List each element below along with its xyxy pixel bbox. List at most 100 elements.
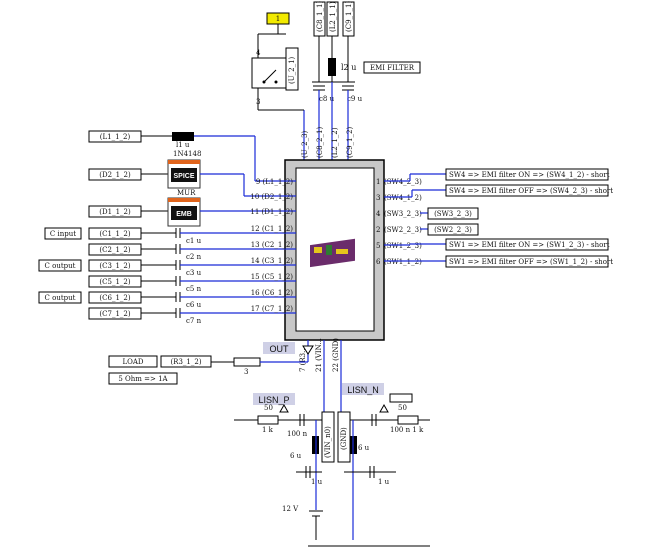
lisn-cap-1u-right[interactable] — [369, 466, 375, 478]
ic-pin-13: 13 (C2_1_2) — [251, 241, 294, 249]
svg-text:5 Ohm => 1A: 5 Ohm => 1A — [118, 375, 168, 383]
out-tag: OUT — [263, 342, 295, 354]
cap-c5[interactable] — [141, 276, 181, 286]
ic-pin-14: 14 (C3_1_2) — [251, 257, 294, 265]
emb-diode[interactable]: EMB — [167, 197, 201, 227]
side-note-c-output-1: C output — [38, 259, 82, 272]
lisn-cap-1u-left[interactable] — [305, 466, 311, 478]
ic-pin-3-label: (SW4_1_2) — [384, 194, 422, 202]
inductor-l1[interactable] — [172, 132, 194, 141]
top-ref-l2: (L2_1_1) — [326, 1, 339, 37]
emi-filter-label: EMI FILTER — [363, 61, 421, 74]
cap-c2[interactable] — [141, 244, 181, 254]
lisn-r1k-left[interactable] — [257, 415, 279, 425]
net-r3[interactable]: (R3_1_2) — [160, 355, 212, 368]
ic-pin-17: 17 (C7_1_2) — [251, 305, 294, 313]
chip-logo-icon — [310, 238, 355, 268]
cap-c6[interactable] — [141, 292, 181, 302]
lisn-r50-right[interactable] — [389, 393, 413, 403]
cap-c8[interactable] — [313, 85, 325, 91]
top-ref-c9: (C9_1_1) — [342, 1, 355, 37]
supply-tag[interactable]: 1 — [266, 12, 290, 25]
svg-text:OUT: OUT — [270, 344, 290, 354]
svg-text:(C7_1_2): (C7_1_2) — [99, 310, 130, 318]
svg-text:(D2_1_2): (D2_1_2) — [99, 171, 131, 179]
svg-text:SPICE: SPICE — [173, 173, 194, 180]
svg-text:1: 1 — [276, 15, 280, 23]
ic-pin-6-num: 6 — [376, 258, 381, 266]
lisn-r1k-right[interactable] — [397, 415, 419, 425]
svg-text:3: 3 — [256, 98, 260, 106]
net-sw2[interactable]: (SW2_2_3) — [427, 223, 479, 236]
relay-switch[interactable] — [251, 57, 287, 89]
lisn-c1u-left-value: 1 u — [311, 478, 323, 486]
lisn-p-tag: LISN_P — [253, 393, 295, 405]
c1-value: c1 u — [186, 237, 202, 245]
spice-diode[interactable]: SPICE — [167, 159, 201, 189]
c5-value: c5 n — [186, 285, 202, 293]
cap-c7[interactable] — [141, 308, 181, 318]
lisn-n-tag: LISN_N — [342, 383, 384, 395]
svg-text:SW4 => EMI filter OFF => (SW4_: SW4 => EMI filter OFF => (SW4_2_3) - sho… — [449, 187, 613, 195]
net-sw1-on[interactable]: SW1 => EMI filter ON => (SW1_2_3) - shor… — [445, 238, 610, 251]
load-note: 5 Ohm => 1A — [108, 372, 178, 385]
svg-text:C output: C output — [45, 294, 76, 302]
c3-value: c3 u — [186, 269, 202, 277]
net-d1[interactable]: (D1_1_2) — [88, 205, 142, 218]
ic-pin-1-label: (SW4_2_3) — [384, 178, 422, 186]
svg-text:EMB: EMB — [176, 211, 192, 218]
out-probe-icon — [302, 345, 314, 355]
cap-c3[interactable] — [141, 260, 181, 270]
net-d2[interactable]: (D2_1_2) — [88, 168, 142, 181]
svg-text:LISN_N: LISN_N — [347, 385, 379, 395]
svg-text:(R3_1_2): (R3_1_2) — [170, 358, 201, 366]
net-c3[interactable]: (C3_1_2) — [88, 259, 142, 272]
ic-pin-15: 15 (C5_1_2) — [251, 273, 294, 281]
ic-pin-3-num: 3 — [376, 194, 380, 202]
net-sw4-off[interactable]: SW4 => EMI filter OFF => (SW4_2_3) - sho… — [445, 184, 613, 197]
net-c2[interactable]: (C2_1_2) — [88, 243, 142, 256]
net-c5[interactable]: (C5_1_2) — [88, 275, 142, 288]
resistor-r3[interactable] — [233, 357, 261, 367]
net-sw3[interactable]: (SW3_2_3) — [427, 207, 479, 220]
lisn-cap-100n-left[interactable] — [299, 414, 305, 426]
ic-pin-l212: (L2_1_2) — [331, 127, 339, 158]
svg-text:(C9_1_1): (C9_1_1) — [345, 1, 353, 32]
ic-pin-10: 10 (D2_1_2) — [250, 193, 293, 201]
lisn-r50-right-value: 50 — [398, 404, 407, 412]
ic-pin-c912: (C9_1_2) — [346, 127, 354, 158]
spice-sub-label: MUR — [177, 189, 196, 197]
svg-text:EMI FILTER: EMI FILTER — [370, 64, 415, 72]
svg-text:(L1_1_2): (L1_1_2) — [100, 133, 131, 141]
svg-text:C output: C output — [45, 262, 76, 270]
svg-text:(C2_1_2): (C2_1_2) — [99, 246, 130, 254]
load-label: LOAD — [108, 355, 158, 368]
svg-text:(C8_1_1): (C8_1_1) — [316, 1, 324, 32]
inductor-l2[interactable] — [328, 58, 336, 76]
lisn-p-probe-icon — [279, 403, 289, 413]
lisn-n-probe-icon — [379, 403, 389, 413]
lisn-c1u-right-value: 1 u — [378, 478, 390, 486]
net-sw1-off[interactable]: SW1 => EMI filter OFF => (SW1_1_2) - sho… — [445, 255, 613, 268]
l2-value: l2 u — [341, 63, 356, 72]
svg-text:SW4 => EMI filter ON => (SW4_1: SW4 => EMI filter ON => (SW4_1_2) - shor… — [449, 171, 610, 179]
net-l1[interactable]: (L1_1_2) — [88, 130, 142, 143]
c6-value: c6 u — [186, 301, 202, 309]
ic-pin-u23: (U_2_3) — [301, 130, 309, 158]
cap-c1[interactable] — [141, 228, 181, 238]
relay-ref-box — [285, 47, 299, 91]
svg-text:(C1_1_2): (C1_1_2) — [99, 230, 130, 238]
net-c6[interactable]: (C6_1_2) — [88, 291, 142, 304]
battery[interactable] — [309, 510, 323, 517]
net-c1[interactable]: (C1_1_2) — [88, 227, 142, 240]
svg-text:(C3_1_2): (C3_1_2) — [99, 262, 130, 270]
cap-c9[interactable] — [342, 85, 354, 91]
ic-pin-16: 16 (C6_1_2) — [251, 289, 294, 297]
l1-value: l1 u — [176, 141, 190, 149]
lisn-cap-100n-right[interactable] — [371, 414, 377, 426]
net-sw4-on[interactable]: SW4 => EMI filter ON => (SW4_1_2) - shor… — [445, 168, 610, 181]
svg-text:LOAD: LOAD — [122, 358, 143, 366]
ic-pin-c821: (C8_2_1) — [316, 127, 324, 158]
c7-value: c7 n — [186, 317, 202, 325]
net-c7[interactable]: (C7_1_2) — [88, 307, 142, 320]
